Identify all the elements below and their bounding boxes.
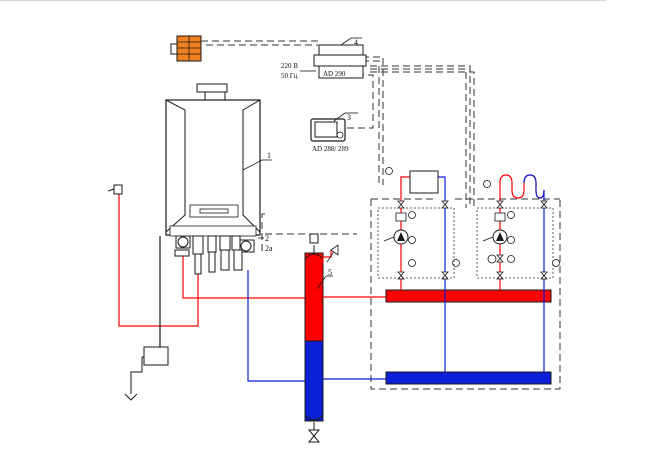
frequency-label: 50 Гц — [281, 72, 298, 80]
underfloor-coil-icon — [499, 174, 545, 199]
valve-icon — [397, 200, 548, 280]
hydraulic-separator: 5 — [304, 233, 339, 443]
boiler-number: 1 — [267, 151, 271, 160]
separator-connectors — [323, 296, 386, 380]
controller-main-number: 4 — [354, 38, 358, 47]
pump-icon — [383, 229, 508, 245]
circuit-underfloor — [499, 174, 545, 372]
voltage-label: 220 В — [281, 62, 298, 70]
outdoor-sensor-icon — [170, 35, 202, 62]
control-wiring — [201, 40, 561, 390]
circuit-radiator — [400, 176, 446, 372]
actuator-icons — [395, 212, 506, 264]
radiator — [409, 170, 439, 194]
controller-main-model: AD 290 — [323, 70, 346, 78]
room-controller-icon: 3 AD 288/ 289 — [310, 112, 358, 153]
module-a-number: 2 — [265, 234, 269, 243]
thermometer-icon — [107, 184, 123, 195]
supply-manifold — [385, 289, 552, 303]
thermometer-gauges — [385, 167, 560, 267]
boiler-piping — [118, 194, 312, 382]
controller-room-model: AD 288/ 289 — [312, 145, 349, 153]
controller-main: 4 AD 290 220 В 50 Гц — [281, 37, 367, 80]
module-b-number: 2a — [265, 244, 273, 253]
boiler: 1 2 2a — [165, 83, 273, 275]
controller-room-number: 3 — [347, 113, 351, 122]
top-divider — [0, 0, 606, 1]
separator-number: 5 — [328, 268, 332, 277]
return-manifold — [385, 371, 552, 385]
drain-funnel-icon — [124, 346, 169, 401]
circuit-frames — [377, 207, 554, 279]
